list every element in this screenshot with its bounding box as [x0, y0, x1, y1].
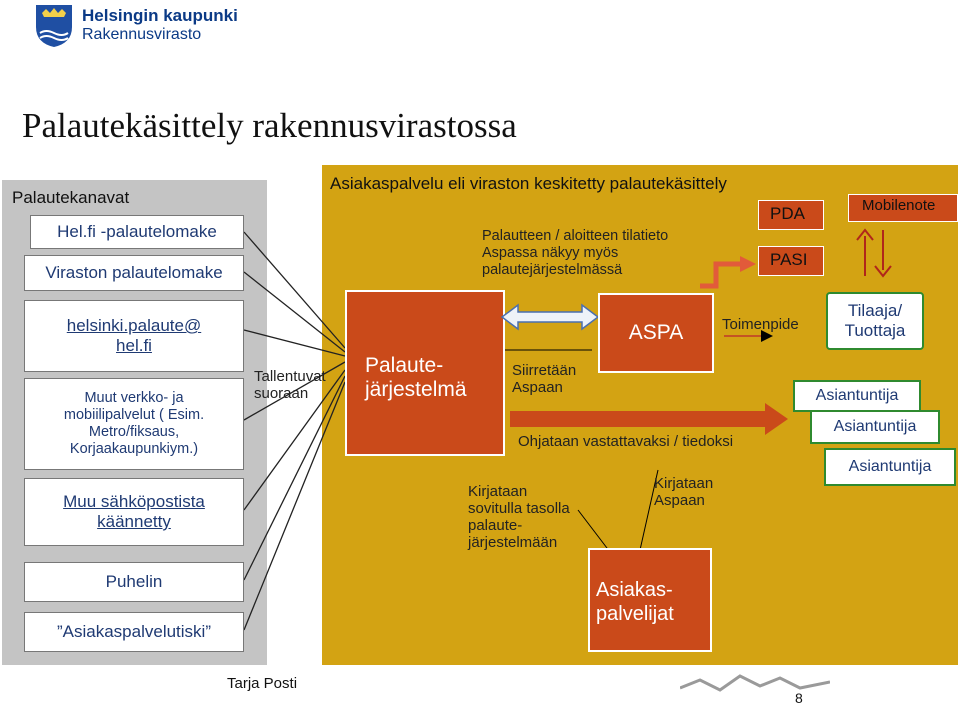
pasi-label: PASI — [770, 250, 808, 269]
expert-box-2: Asiantuntija — [810, 410, 940, 444]
channel-email: helsinki.palaute@ hel.fi — [24, 300, 244, 372]
aspa-box: ASPA — [598, 293, 714, 373]
guide-label: Ohjataan vastattavaksi / tiedoksi — [518, 433, 734, 450]
logo-line2: Rakennusvirasto — [82, 26, 202, 43]
right-arrow-icon — [510, 402, 790, 436]
channel-phone: Puhelin — [24, 562, 244, 602]
helsinki-crest-icon — [34, 3, 74, 48]
channels-heading: Palautekanavat — [12, 188, 130, 207]
channel-service-desk: ”Asiakaspalvelutiski” — [24, 612, 244, 652]
channel-agency-form: Viraston palautelomake — [24, 255, 244, 291]
stored-directly-label: Tallentuvat suoraan — [254, 368, 326, 402]
channel-forwarded-email: Muu sähköpostista käännetty — [24, 478, 244, 546]
pasi-box — [758, 246, 824, 276]
action-label: Toimenpide — [722, 316, 799, 333]
page-title: Palautekäsittely rakennusvirastossa — [22, 106, 517, 145]
mobilenote-box — [848, 194, 958, 222]
channel-hel-fi-form: Hel.fi -palautelomake — [30, 215, 244, 249]
channel-other-web: Muut verkko- ja mobiilipalvelut ( Esim. … — [24, 378, 244, 470]
pda-label: PDA — [770, 204, 805, 223]
status-note: Palautteen / aloitteen tilatieto Aspassa… — [482, 228, 669, 278]
feedback-system-label: Palaute-järjestelmä — [365, 354, 467, 401]
feedback-system-box: Palaute-järjestelmä — [345, 290, 505, 456]
double-arrow-icon — [500, 302, 600, 332]
record-aspa-label: Kirjataan Aspaan — [654, 475, 714, 509]
page-number: 8 — [795, 690, 803, 706]
mobilenote-label: Mobilenote — [862, 197, 936, 214]
author-label: Tarja Posti — [227, 675, 298, 692]
zigzag-arrow-icon — [698, 250, 758, 290]
logo-line1: Helsingin kaupunki — [82, 6, 238, 25]
transfer-label: Siirretään Aspaan — [512, 362, 577, 396]
expert-box-1: Asiantuntija — [793, 380, 921, 412]
client-producer-box: Tilaaja/ Tuottaja — [826, 292, 924, 350]
main-heading: Asiakaspalvelu eli viraston keskitetty p… — [330, 174, 727, 193]
record-system-label: Kirjataan sovitulla tasolla palaute-järj… — [468, 483, 570, 551]
pda-box — [758, 200, 824, 230]
footer-decoration — [680, 668, 830, 698]
up-down-arrows-icon — [855, 228, 895, 278]
customer-service-box: Asiakas-palvelijat — [588, 548, 712, 652]
customer-service-label: Asiakas-palvelijat — [596, 579, 674, 625]
aspa-label: ASPA — [628, 321, 684, 344]
expert-box-3: Asiantuntija — [824, 448, 956, 486]
